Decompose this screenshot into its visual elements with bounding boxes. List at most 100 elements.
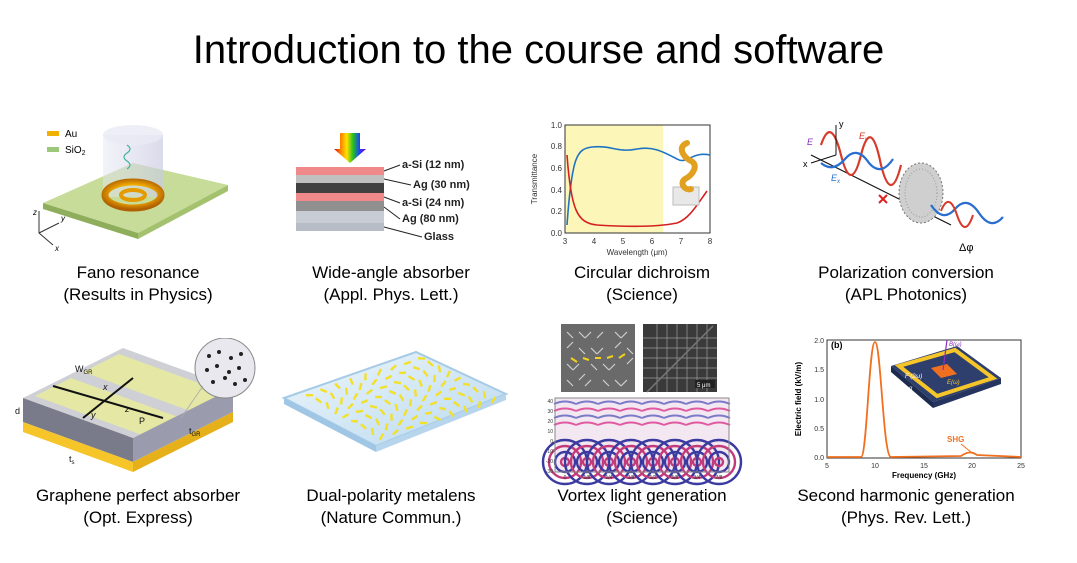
nanopillar xyxy=(437,365,442,373)
nanopillar xyxy=(384,423,389,431)
wavefront xyxy=(619,400,643,405)
metalens-figure xyxy=(281,350,509,452)
vortex-ring xyxy=(657,444,693,480)
nanopillar xyxy=(388,389,397,395)
x-tick: 7 xyxy=(679,237,684,246)
caption-fano: Fano resonance (Results in Physics) xyxy=(13,262,263,306)
nanopillar xyxy=(397,418,404,426)
wavefront xyxy=(707,400,731,405)
nanopillar xyxy=(341,413,350,419)
vortex-ring xyxy=(695,438,743,486)
nanopillar xyxy=(408,399,413,407)
legend-sio2: SiO xyxy=(65,145,82,156)
dichroism-chart: 1.0 0.8 0.6 0.4 0.2 0.0 3 4 5 6 7 8 Wave… xyxy=(530,121,713,257)
nanopillar xyxy=(418,379,423,387)
svg-text:tGR: tGR xyxy=(189,426,201,438)
highlight-region xyxy=(565,125,663,233)
vortex-ring xyxy=(591,444,627,480)
y-tick: 1.5 xyxy=(814,367,824,374)
svg-text:Ex: Ex xyxy=(831,173,841,185)
y-axis-label: Electric field (kV/m) xyxy=(794,362,803,437)
nanopillar xyxy=(349,377,354,386)
svg-text:WGR: WGR xyxy=(75,364,93,376)
x-tick: 5 xyxy=(825,463,829,470)
wavefront xyxy=(575,414,599,419)
panel-second-harmonic: (b) 2.0 1.5 1.0 0.5 0.0 5 10 15 20 25 Fr… xyxy=(781,318,1031,528)
nanopillar xyxy=(416,404,423,412)
wavefront xyxy=(553,414,577,419)
nanopillar xyxy=(448,410,455,418)
x-axis xyxy=(38,232,54,246)
caption-graphene: Graphene perfect absorber (Opt. Express) xyxy=(13,485,263,529)
nanopillar xyxy=(365,388,374,395)
nanopillar xyxy=(379,408,386,416)
panel-polarization-conversion: y x E Ey Ex Δφ Polarization conversion (… xyxy=(781,115,1031,325)
caption-title: Dual-polarity metalens xyxy=(306,486,476,505)
shg-chart: (b) 2.0 1.5 1.0 0.5 0.0 5 10 15 20 25 Fr… xyxy=(794,338,1025,480)
caption-source: (Appl. Phys. Lett.) xyxy=(323,285,459,304)
wavefront xyxy=(663,400,687,405)
wavefront xyxy=(597,414,621,419)
vortex-ring xyxy=(679,444,715,480)
scale-bar-label: 5 μm xyxy=(697,383,710,389)
nanopillar xyxy=(445,370,452,378)
e-field-label: E xyxy=(807,137,814,147)
caption-title: Circular dichroism xyxy=(573,263,711,282)
incident-light-arrow-icon xyxy=(334,133,366,163)
panel-graphene-absorber: WGR tGR d P ts y z x Graphene perfect ab… xyxy=(13,338,263,548)
wavefront xyxy=(597,407,621,412)
layer-label: Glass xyxy=(424,231,454,243)
absorber-figure: a-Si (12 nm) Ag (30 nm) a-Si (24 nm) Ag … xyxy=(296,133,470,243)
x-tick: 15 xyxy=(920,463,928,470)
electric-field-curve xyxy=(827,341,1022,458)
panel-circular-dichroism: 1.0 0.8 0.6 0.4 0.2 0.0 3 4 5 6 7 8 Wave… xyxy=(517,115,767,325)
wavefront xyxy=(685,421,709,426)
wavefront xyxy=(619,421,643,426)
x-tick: 10 xyxy=(871,463,879,470)
layer-label: a-Si (12 nm) xyxy=(402,159,465,171)
y-tick: 0.5 xyxy=(814,426,824,433)
y-tick: 30 xyxy=(547,409,553,415)
wavefront xyxy=(707,421,731,426)
wavefront xyxy=(597,421,621,426)
wavefront xyxy=(597,400,621,405)
vortex-ring xyxy=(673,438,721,486)
caption-vortex: Vortex light generation (Science) xyxy=(517,485,767,529)
x-tick: 5/8 xyxy=(672,475,679,481)
nanopillar xyxy=(398,371,407,375)
caption-title: Graphene perfect absorber xyxy=(35,486,241,505)
nanopillar xyxy=(410,414,419,421)
caption-source: (APL Photonics) xyxy=(844,285,968,304)
axis-y-label: y xyxy=(90,410,96,420)
nanopillar xyxy=(334,382,341,390)
y-tick: 0.8 xyxy=(551,142,563,151)
y-tick: 0.6 xyxy=(551,164,563,173)
nanopillar xyxy=(374,418,381,426)
nanopillar xyxy=(329,392,336,400)
axis-label-y: y xyxy=(60,214,66,223)
nanopillar xyxy=(403,384,410,392)
y-tick: 1.0 xyxy=(814,397,824,404)
nanopillar xyxy=(407,375,416,381)
nanopillar xyxy=(394,403,399,412)
ey-label: E xyxy=(859,131,866,141)
nanopillar xyxy=(358,382,363,391)
caption-polarization: Polarization conversion (APL Photonics) xyxy=(781,262,1031,306)
nanopillar xyxy=(369,404,378,409)
axis-x-label: x xyxy=(803,159,808,169)
x-tick: 25 xyxy=(1017,463,1025,470)
nanopillar xyxy=(350,419,359,423)
caption-shg: Second harmonic generation (Phys. Rev. L… xyxy=(781,485,1031,529)
caption-source: (Nature Commun.) xyxy=(320,508,462,527)
vortex-ring xyxy=(635,444,671,480)
nanopillar xyxy=(360,423,367,430)
nanopillar xyxy=(434,390,443,397)
y-tick: 20 xyxy=(547,419,553,425)
nanopillar xyxy=(352,392,359,401)
wavefront xyxy=(575,407,599,412)
output-wave xyxy=(930,201,1004,225)
panel-label: (b) xyxy=(831,340,843,350)
t-gr-label: t xyxy=(189,426,192,436)
panel-dual-polarity-metalens: Dual-polarity metalens (Nature Commun.) xyxy=(266,338,516,548)
x-tick: 0 xyxy=(564,475,567,481)
